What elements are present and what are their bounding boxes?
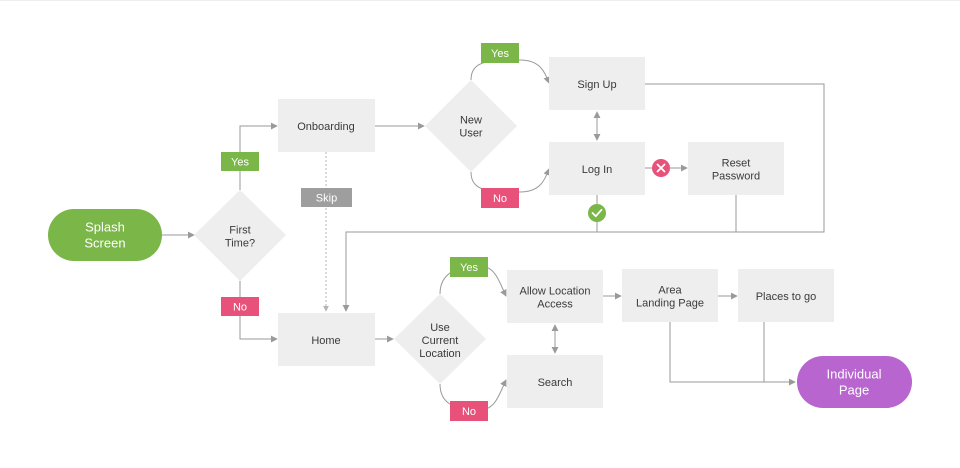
svg-text:Yes: Yes — [460, 262, 478, 274]
node-label-line: Time? — [225, 238, 255, 250]
node-label-line: First — [229, 225, 250, 237]
log-in-node[interactable]: Log In — [549, 142, 645, 195]
node-label-line: Access — [537, 299, 573, 311]
node-label-line: Log In — [582, 164, 613, 176]
node-label-line: Page — [839, 383, 869, 398]
svg-text:Log In: Log In — [582, 164, 613, 176]
node-label-line: Use — [430, 322, 450, 334]
top-divider — [0, 0, 960, 1]
node-label-line: Landing Page — [636, 298, 704, 310]
node-label-line: Onboarding — [297, 121, 355, 133]
svg-text:No: No — [233, 302, 247, 314]
node-label-line: Password — [712, 171, 760, 183]
node-label-line: Individual — [827, 367, 882, 382]
node-label-line: Reset — [722, 158, 751, 170]
no-badge-new-user: No — [481, 188, 519, 208]
edge-sign-up-to-home — [342, 83, 825, 312]
svg-text:No: No — [462, 406, 476, 418]
node-label-line: Screen — [84, 236, 125, 251]
node-label-line: Area — [658, 285, 682, 297]
no-badge-first-time: No — [221, 297, 259, 316]
onboarding-node[interactable]: Onboarding — [278, 99, 375, 152]
svg-text:Home: Home — [311, 335, 340, 347]
node-label-line: Current — [422, 335, 459, 347]
yes-badge-new-user: Yes — [481, 43, 519, 63]
node-label-line: Splash — [85, 220, 125, 235]
check-circle-icon — [588, 204, 606, 222]
svg-text:Skip: Skip — [316, 193, 337, 205]
node-label-line: Allow Location — [520, 286, 591, 298]
node-label-line: Places to go — [756, 291, 817, 303]
skip-badge: Skip — [301, 188, 352, 207]
node-label-line: New — [460, 115, 482, 127]
no-badge-location: No — [450, 401, 488, 421]
svg-text:Onboarding: Onboarding — [297, 121, 355, 133]
svg-text:Yes: Yes — [231, 157, 249, 169]
svg-text:Sign Up: Sign Up — [577, 79, 616, 91]
svg-text:Search: Search — [538, 377, 573, 389]
edges — [162, 59, 825, 411]
svg-text:No: No — [493, 193, 507, 205]
node-label-line: Search — [538, 377, 573, 389]
edge-new-user-no-to-log-in — [470, 168, 551, 193]
search-node[interactable]: Search — [507, 355, 603, 408]
sign-up-node[interactable]: Sign Up — [549, 57, 645, 110]
node-label-line: Sign Up — [577, 79, 616, 91]
node-label-line: User — [459, 128, 483, 140]
x-circle-icon — [652, 159, 670, 177]
svg-text:Yes: Yes — [491, 48, 509, 60]
svg-text:Places to go: Places to go — [756, 291, 817, 303]
home-node[interactable]: Home — [278, 313, 375, 366]
places-to-go-node[interactable]: Places to go — [738, 269, 834, 322]
node-label-line: Location — [419, 348, 461, 360]
node-label-line: Home — [311, 335, 340, 347]
yes-badge-first-time: Yes — [221, 152, 259, 171]
yes-badge-location: Yes — [450, 257, 488, 277]
edge-new-user-yes-to-sign-up — [470, 59, 551, 84]
edge-area-landing-to-individual — [669, 322, 796, 386]
